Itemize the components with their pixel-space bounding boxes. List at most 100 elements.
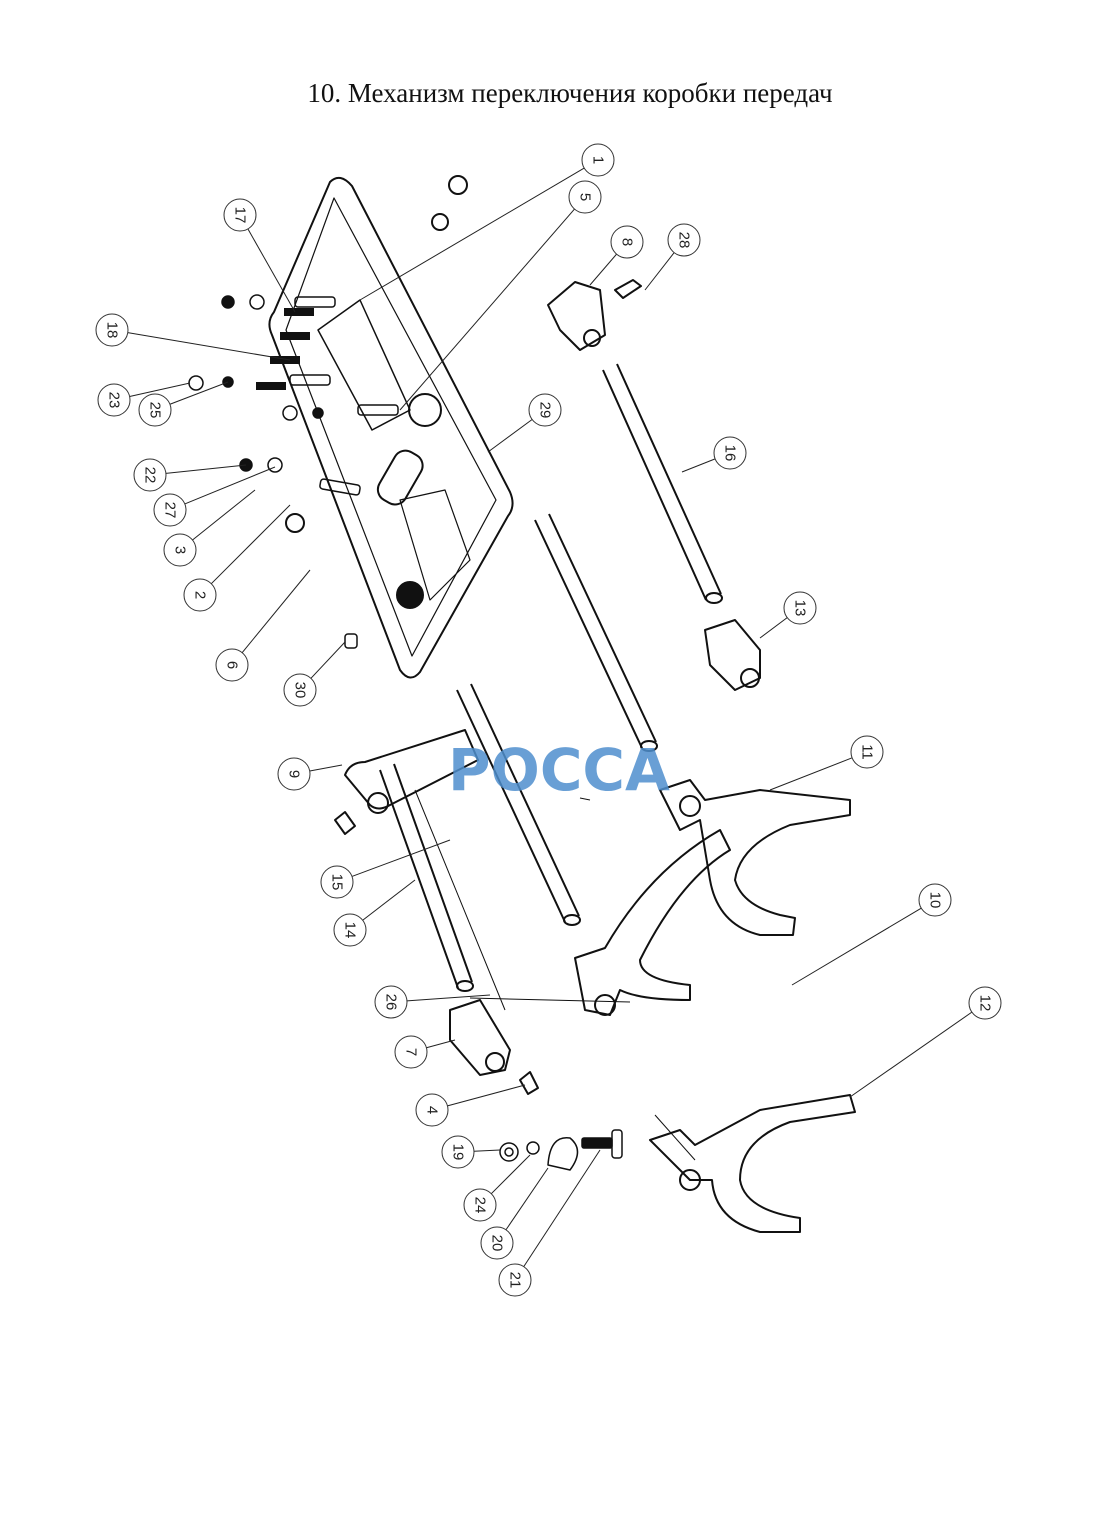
- callout-number: 9: [286, 770, 303, 778]
- leader-line: [210, 504, 291, 585]
- callout-number: 7: [403, 1048, 420, 1056]
- leader-line: [487, 419, 533, 453]
- callout-circle: [283, 673, 317, 707]
- callout-22: 22: [133, 458, 247, 492]
- callout-5: 5: [399, 180, 602, 411]
- callout-circle: [528, 393, 562, 427]
- leader-line: [169, 381, 229, 405]
- callout-20: 20: [480, 1167, 549, 1260]
- leader-line: [681, 458, 716, 473]
- callout-6: 6: [215, 569, 311, 682]
- callout-11: 11: [769, 735, 884, 791]
- leader-line: [129, 382, 191, 397]
- callout-number: 3: [172, 546, 189, 554]
- leader-line: [184, 466, 276, 505]
- callout-29: 29: [487, 393, 562, 453]
- callout-circle: [850, 735, 884, 769]
- callout-circle: [568, 180, 602, 214]
- leader-line: [309, 764, 343, 772]
- page-title: 10. Механизм переключения коробки переда…: [307, 78, 833, 108]
- callout-3: 3: [163, 489, 256, 567]
- leader-line: [589, 253, 617, 286]
- leader-line: [165, 464, 247, 474]
- callout-number: 4: [424, 1106, 441, 1114]
- shift-lever: [334, 729, 479, 835]
- callout-number: 12: [977, 995, 994, 1012]
- callout-19: 19: [441, 1135, 501, 1169]
- callout-number: 28: [676, 232, 693, 249]
- callout-number: 11: [859, 744, 876, 760]
- callout-number: 21: [507, 1272, 524, 1289]
- callout-15: 15: [320, 839, 451, 899]
- leader-line: [473, 1149, 501, 1152]
- callout-1: 1: [359, 143, 615, 301]
- leader-line: [192, 489, 256, 541]
- callout-number: 18: [104, 322, 121, 339]
- callout-circle: [153, 493, 187, 527]
- callout-16: 16: [681, 436, 747, 473]
- callout-number: 16: [722, 445, 739, 462]
- leader-line: [447, 1084, 526, 1107]
- leader-line: [490, 1154, 531, 1195]
- shift-forks: [414, 779, 856, 1233]
- callout-circle: [215, 648, 249, 682]
- callout-circle: [667, 223, 701, 257]
- callout-8: 8: [589, 225, 644, 286]
- callout-number: 20: [489, 1235, 506, 1252]
- callout-number: 30: [292, 682, 309, 699]
- callout-circle: [498, 1263, 532, 1297]
- callout-circle: [581, 143, 615, 177]
- leader-line: [310, 641, 346, 679]
- callout-4: 4: [415, 1084, 526, 1127]
- callout-27: 27: [153, 466, 276, 527]
- callout-number: 23: [106, 392, 123, 409]
- callout-number: 13: [792, 600, 809, 617]
- hardware: [499, 1114, 696, 1171]
- callout-circle: [374, 985, 408, 1019]
- leader-line: [406, 994, 491, 1002]
- callout-12: 12: [849, 986, 1002, 1098]
- callout-2: 2: [183, 504, 291, 612]
- leader-line: [127, 332, 291, 361]
- callout-circle: [394, 1035, 428, 1069]
- leader-line: [399, 208, 575, 411]
- leader-line: [849, 1011, 973, 1098]
- callout-circle: [415, 1093, 449, 1127]
- callout-number: 10: [927, 892, 944, 909]
- callout-number: 25: [147, 402, 164, 419]
- leader-line: [791, 907, 922, 986]
- callout-circle: [138, 393, 172, 427]
- callout-14: 14: [333, 879, 416, 947]
- callout-number: 15: [329, 874, 346, 891]
- callout-circle: [320, 865, 354, 899]
- callout-circle: [277, 757, 311, 791]
- callout-number: 19: [450, 1144, 467, 1161]
- callout-circle: [333, 913, 367, 947]
- callout-number: 8: [619, 238, 636, 246]
- leader-line: [523, 1149, 601, 1267]
- leader-line: [241, 569, 311, 653]
- callout-circle: [463, 1188, 497, 1222]
- callout-10: 10: [791, 883, 952, 986]
- leader-line: [426, 1039, 456, 1049]
- callout-circle: [713, 436, 747, 470]
- studs: [188, 294, 399, 649]
- watermark-logo: РОССА: [448, 736, 670, 804]
- callout-number: 14: [342, 922, 359, 939]
- callout-number: 26: [383, 994, 400, 1011]
- callout-9: 9: [277, 757, 343, 791]
- callout-circle: [223, 198, 257, 232]
- callout-23: 23: [97, 382, 191, 417]
- callout-number: 24: [472, 1197, 489, 1214]
- callout-circle: [95, 313, 129, 347]
- callout-circle: [610, 225, 644, 259]
- callout-24: 24: [463, 1154, 531, 1222]
- callout-circle: [133, 458, 167, 492]
- leader-line: [351, 839, 451, 877]
- leader-line: [247, 228, 296, 313]
- callout-circle: [968, 986, 1002, 1020]
- leader-line: [769, 757, 853, 791]
- callout-circle: [441, 1135, 475, 1169]
- shift-shafts: [379, 363, 723, 992]
